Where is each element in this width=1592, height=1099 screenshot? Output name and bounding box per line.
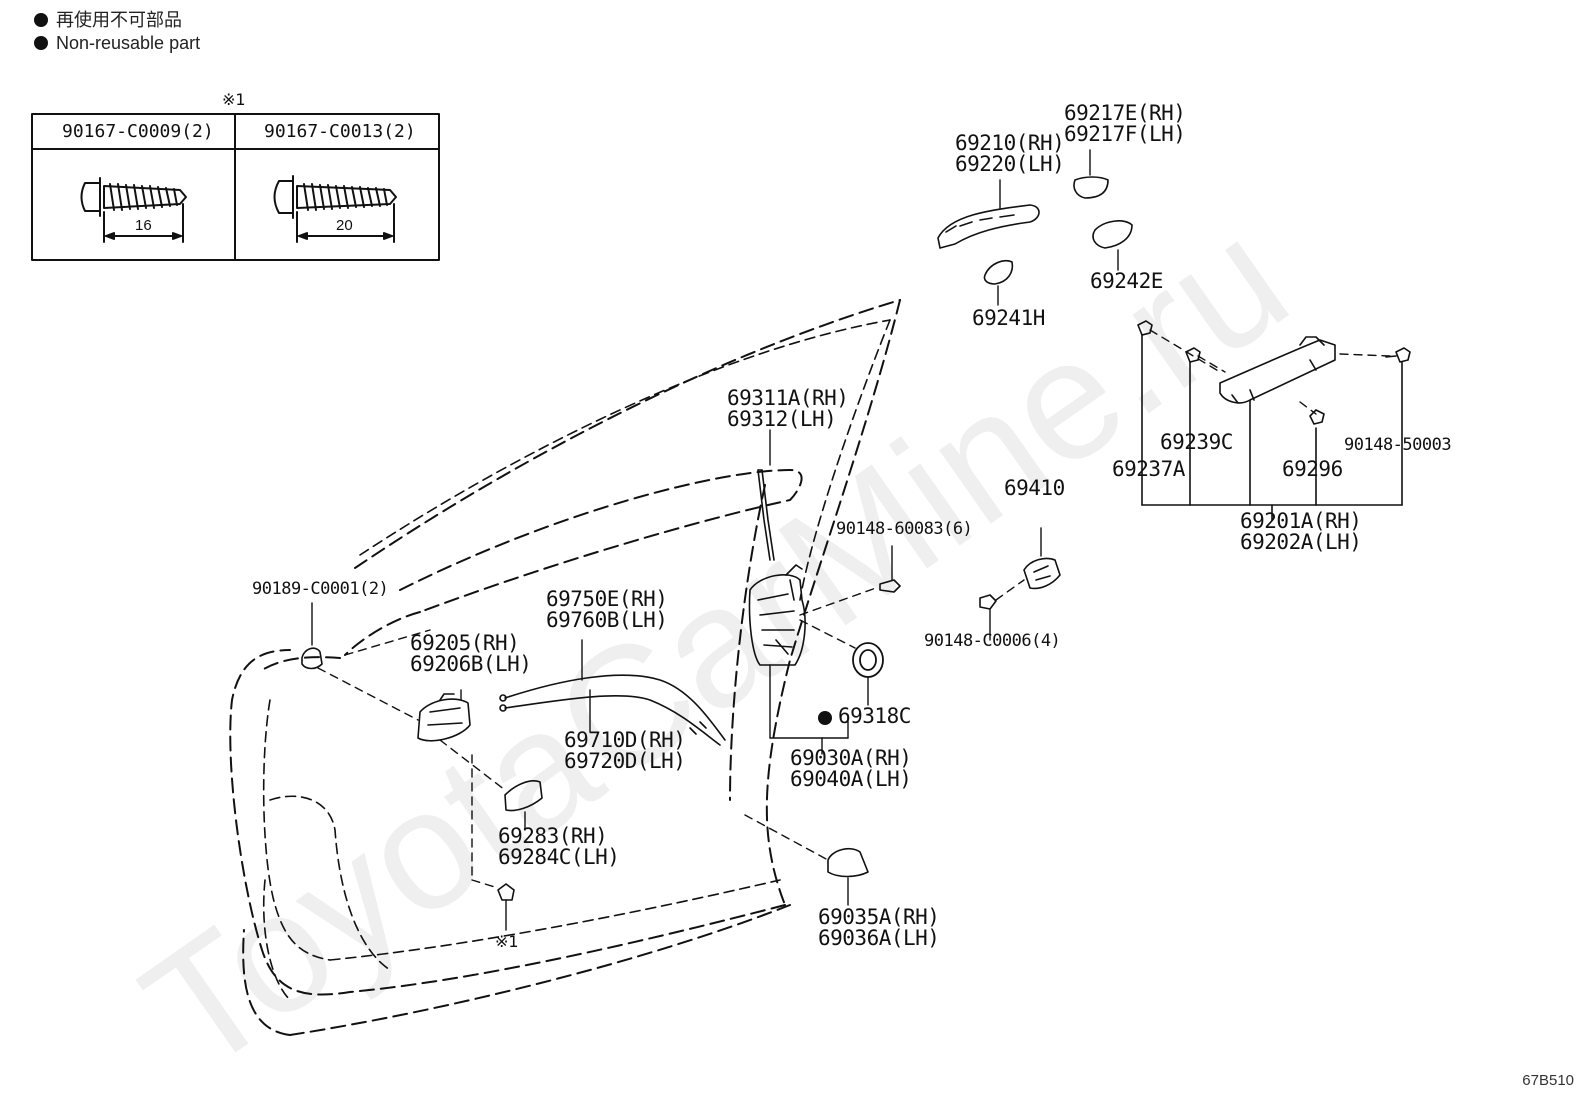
label-69217-rh: 69217E(RH) <box>1064 101 1186 125</box>
clip-90189 <box>301 647 323 670</box>
label-69030-rh: 69030A(RH) <box>790 746 912 770</box>
bolt-90148-c0006 <box>979 594 997 610</box>
handle-pad-69242e <box>1092 220 1133 249</box>
lock-rod <box>757 469 775 561</box>
handle-frame <box>1219 336 1336 404</box>
label-69283-rh: 69283(RH) <box>498 824 608 848</box>
door-frame-outline <box>229 299 901 1036</box>
screw-69296 <box>1309 409 1325 425</box>
label-69035-rh: 69035A(RH) <box>818 905 940 929</box>
lock-cover <box>827 848 869 878</box>
bolt-90148-50003 <box>1385 347 1411 363</box>
figure-code: 67B510 <box>1522 1072 1574 1089</box>
label-69241h: 69241H <box>972 306 1045 330</box>
legend-en: Non-reusable part <box>34 33 200 54</box>
bullet-icon <box>34 13 48 27</box>
control-cables <box>499 674 726 746</box>
label-69239c: 69239C <box>1160 430 1233 454</box>
label-69036-lh: 69036A(LH) <box>818 926 940 950</box>
label-69311-rh: 69311A(RH) <box>727 386 849 410</box>
legend-en-text: Non-reusable part <box>56 33 201 53</box>
screw-icon-16 <box>80 177 187 243</box>
label-69201-rh: 69201A(RH) <box>1240 509 1362 533</box>
label-69237a: 69237A <box>1112 457 1185 481</box>
label-90148-60083: 90148-60083(6) <box>836 519 973 539</box>
non-reusable-dot <box>818 711 832 725</box>
label-69312-lh: 69312(LH) <box>727 407 837 431</box>
legend-jp-text: 再使用不可部品 <box>56 10 182 30</box>
label-69040-lh: 69040A(LH) <box>790 767 912 791</box>
door-lock-assembly <box>748 564 806 666</box>
label-90148-50003: 90148-50003 <box>1344 435 1452 455</box>
label-69210-rh: 69210(RH) <box>955 131 1065 155</box>
screw-col1-part: 90167-C0009(2) <box>62 121 214 142</box>
screw-col1-length: 16 <box>135 217 152 234</box>
note-mark-bottom: ※1 <box>495 932 519 951</box>
label-69750-rh: 69750E(RH) <box>546 587 668 611</box>
label-90189-c0001: 90189-C0001(2) <box>252 579 389 599</box>
outside-handle <box>937 204 1040 249</box>
handle-pad-69241h <box>983 259 1014 285</box>
handle-bezel <box>504 780 543 812</box>
clip-69237a <box>1137 320 1153 336</box>
label-69205-rh: 69205(RH) <box>410 631 520 655</box>
label-69206-lh: 69206B(LH) <box>410 652 532 676</box>
label-69760-lh: 69760B(LH) <box>546 608 668 632</box>
bullet-icon <box>34 36 48 50</box>
inside-handle <box>417 693 471 742</box>
label-69720-lh: 69720D(LH) <box>564 749 686 773</box>
label-69217-lh: 69217F(LH) <box>1064 122 1186 146</box>
note-mark-top: ※1 <box>222 90 246 109</box>
label-69242e: 69242E <box>1090 269 1163 293</box>
label-69410: 69410 <box>1004 476 1065 500</box>
label-69220-lh: 69220(LH) <box>955 152 1065 176</box>
label-90148-c0006: 90148-C0006(4) <box>924 631 1061 651</box>
label-69202-lh: 69202A(LH) <box>1240 530 1362 554</box>
legend-jp: 再使用不可部品 <box>34 6 182 32</box>
door-striker <box>1023 557 1061 590</box>
screw-icon-20 <box>273 175 397 243</box>
label-69284-lh: 69284C(LH) <box>498 845 620 869</box>
label-69710-rh: 69710D(RH) <box>564 728 686 752</box>
screw-bottom <box>497 883 515 901</box>
label-69318c: 69318C <box>838 704 911 728</box>
label-69296: 69296 <box>1282 457 1343 481</box>
screw-col2-length: 20 <box>336 217 353 234</box>
handle-cap <box>1073 176 1109 199</box>
bolt-90148-60083 <box>879 579 901 593</box>
grommet-69318c <box>852 642 884 678</box>
screw-col2-part: 90167-C0013(2) <box>264 121 416 142</box>
